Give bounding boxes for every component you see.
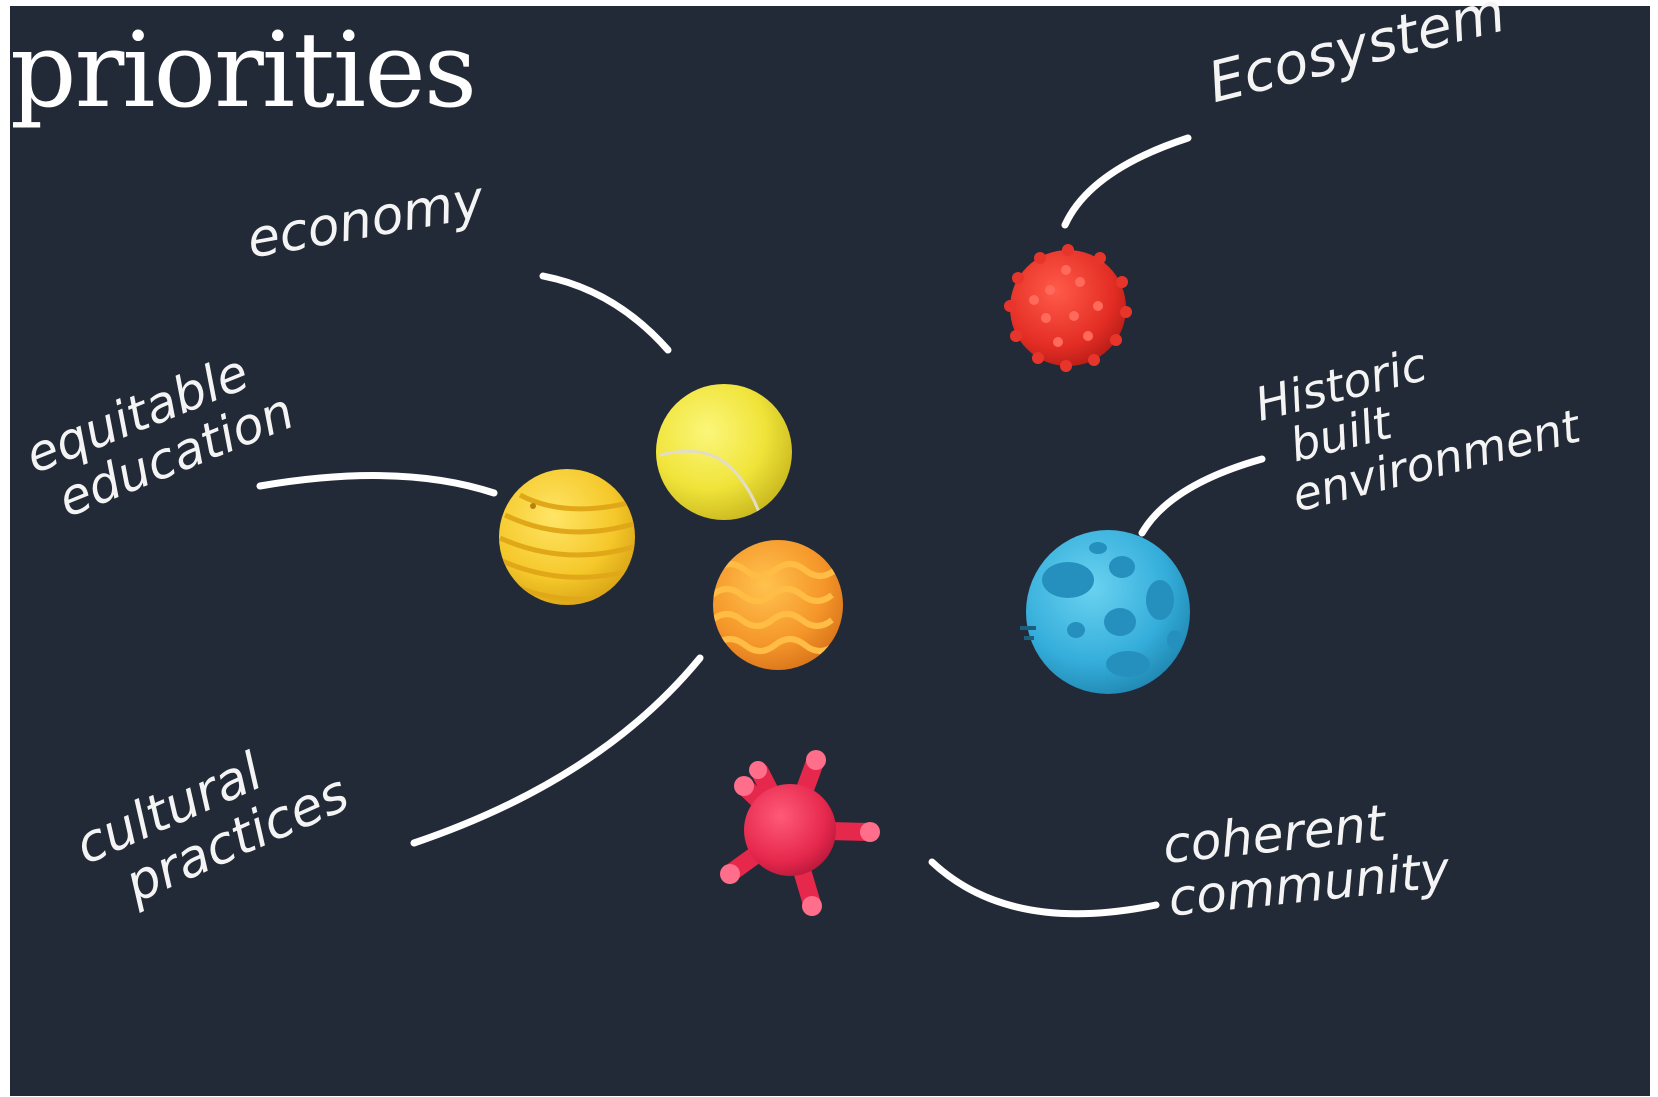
- wavy-ball: [713, 540, 843, 670]
- page-title: priorities: [10, 9, 477, 131]
- connector-historic-built-environment: [1138, 455, 1266, 537]
- cratered-ball: [1020, 530, 1190, 694]
- connector-equitable-education: [256, 472, 498, 497]
- spiky-ball: [1004, 244, 1132, 372]
- connector-cultural-practices: [410, 654, 704, 847]
- knobbed-ball: [720, 750, 880, 916]
- connector-ecosystem: [1061, 134, 1192, 229]
- ridged-ball: [499, 469, 635, 605]
- chalkboard-background: [10, 6, 1650, 1096]
- tennis-ball: [656, 384, 792, 520]
- connector-coherent-community: [928, 858, 1160, 918]
- connector-economy: [539, 272, 672, 354]
